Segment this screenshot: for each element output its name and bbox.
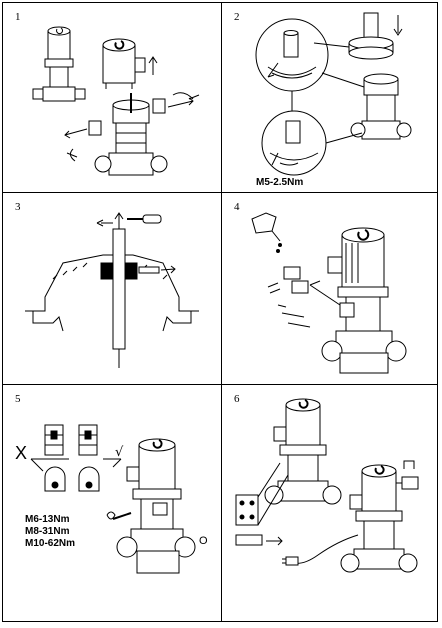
motor-icon: [103, 39, 157, 89]
torque-spec-m8: M8-31Nm: [25, 526, 70, 537]
row-divider-1: [2, 192, 438, 193]
torque-spec: M5-2.5Nm: [256, 177, 304, 188]
right-mark: √: [115, 445, 124, 460]
seal-installation-illustration: [222, 193, 437, 384]
circle-mark: O: [199, 535, 208, 547]
coupling-parts-icon: [65, 93, 199, 161]
pump-disassembly-illustration: [3, 3, 221, 192]
wrong-mark: X: [15, 443, 28, 463]
panel-5: 5 X √ O: [3, 385, 221, 622]
step-number: 1: [15, 11, 21, 23]
row-divider-2: [2, 384, 438, 385]
coupling-torque-illustration: [3, 385, 221, 622]
instruction-sheet: [2, 2, 438, 622]
step-number: 3: [15, 201, 21, 213]
coupling-wrong-icon: [31, 425, 121, 471]
panel-3: 3: [3, 193, 221, 384]
coupling-right-icon: [45, 467, 99, 491]
step-number: 2: [234, 11, 240, 23]
step-number: 4: [234, 201, 240, 213]
torque-list: M6-13Nm M8-31Nm M10-62Nm: [25, 514, 75, 550]
assembled-pump-icon: [33, 27, 85, 101]
panel-1: 1: [3, 3, 221, 192]
panel-4: 4: [222, 193, 437, 384]
column-divider: [221, 2, 222, 622]
step-number: 5: [15, 393, 21, 405]
pump-body-icon: [95, 93, 167, 175]
torque-spec-m6: M6-13Nm: [25, 514, 70, 525]
shaft-seal-illustration: [222, 3, 437, 192]
torque-spec-m10: M10-62Nm: [25, 538, 76, 549]
panel-6: 6: [222, 385, 437, 622]
step-number: 6: [234, 393, 240, 405]
reassembly-illustration: [222, 385, 437, 622]
panel-2: 2 M5-2.5Nm: [222, 3, 437, 192]
impeller-section-illustration: [25, 193, 199, 384]
